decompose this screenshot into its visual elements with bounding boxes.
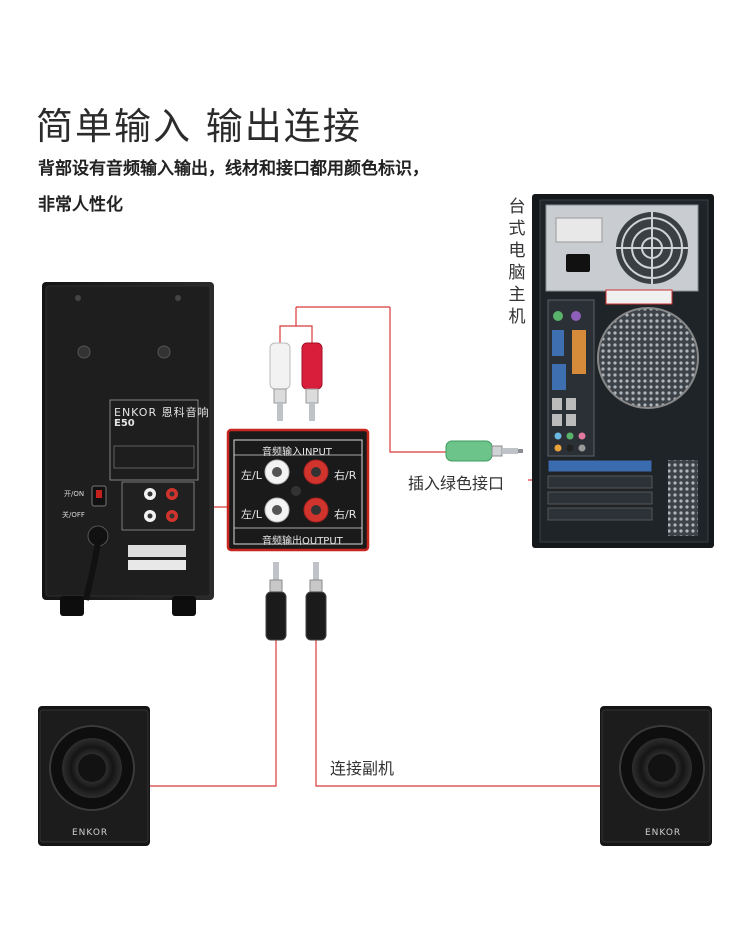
rca-panel — [226, 428, 370, 552]
panel-right-label-input: 右/R — [334, 469, 357, 482]
satellite-speaker-right — [600, 706, 712, 846]
main-speaker-brand: ENKOR 恩科音响 — [114, 406, 210, 419]
panel-input-label: 音频输入INPUT — [262, 447, 332, 458]
satellite-right-brand: ENKOR — [645, 828, 682, 838]
panel-left-label-input: 左/L — [241, 469, 262, 482]
panel-left-label-output: 左/L — [241, 508, 262, 521]
main-speaker — [42, 282, 214, 616]
panel-output-label: 音频输出OUTPUT — [262, 536, 343, 547]
satellite-callout: 连接副机 — [328, 755, 397, 779]
satellite-left-brand: ENKOR — [72, 828, 109, 838]
power-on-label: 开/ON — [64, 490, 85, 498]
rca-output-plugs — [265, 562, 327, 641]
pc-tower — [532, 194, 714, 548]
subtitle-line-1: 背部设有音频输入输出，线材和接口都用颜色标识， — [38, 159, 429, 179]
subtitle-line-2: 非常人性化 — [38, 195, 123, 215]
green-audio-plug — [445, 440, 523, 462]
satellite-speaker-left — [38, 706, 150, 846]
page-title: 简单输入 输出连接 — [36, 105, 362, 148]
power-off-label: 关/OFF — [62, 511, 85, 519]
pc-label: 台式电脑主机 — [508, 197, 526, 327]
main-speaker-model: E50 — [114, 418, 135, 429]
panel-right-label-output: 右/R — [334, 508, 357, 521]
rca-input-plugs — [269, 342, 323, 421]
green-port-callout: 插入绿色接口 — [406, 470, 507, 494]
